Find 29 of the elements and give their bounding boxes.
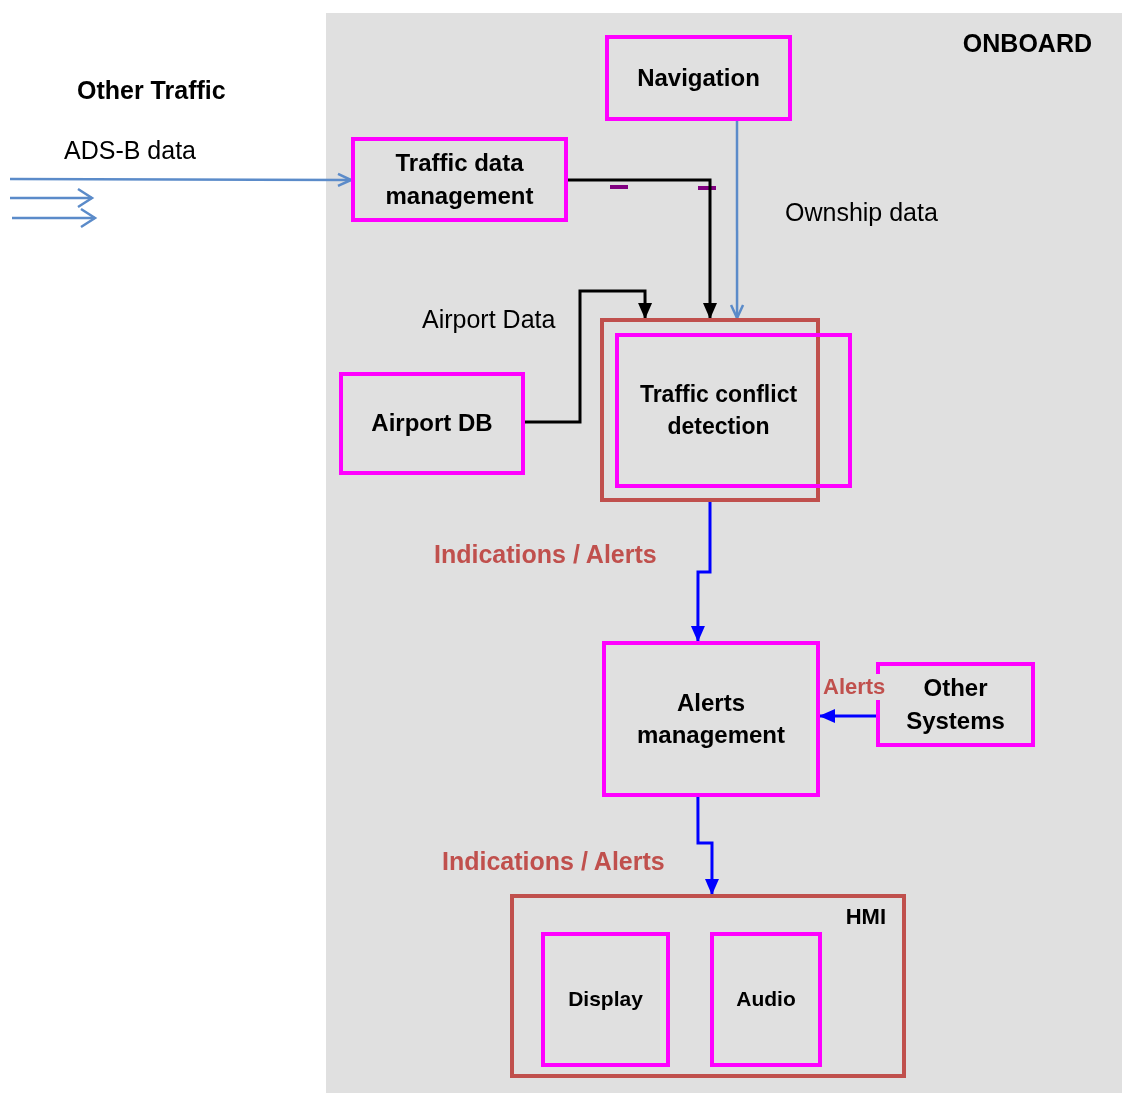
process-box: [615, 333, 852, 488]
process-box: [339, 372, 525, 475]
onboard-panel: [326, 13, 1122, 1093]
arrow: [568, 178, 717, 319]
hmi-group-box: [510, 894, 906, 1078]
box-label: Alerts management: [635, 687, 786, 750]
box-label: Other Systems: [905, 673, 1006, 736]
arrow: [525, 289, 653, 424]
box-label: Traffic conflict detection: [638, 380, 799, 441]
process-box: [602, 641, 820, 797]
arrow: [729, 121, 745, 320]
group-heading: HMI: [845, 904, 886, 930]
arrow: [696, 797, 719, 895]
process-box: [541, 932, 670, 1067]
edge-label: Alerts: [821, 674, 888, 700]
box-label: Audio: [736, 986, 796, 1013]
group-heading: ONBOARD: [962, 29, 1092, 58]
arrow: [819, 709, 876, 723]
box-label: Traffic data management: [384, 148, 535, 211]
source-label: Other Traffic: [76, 76, 227, 105]
box-label: Navigation: [637, 62, 760, 93]
process-box: [710, 932, 822, 1067]
arrow: [690, 502, 712, 642]
process-box: [605, 35, 792, 121]
box-label: Display: [568, 986, 643, 1013]
frame-box: [600, 318, 820, 502]
box-label: Airport DB: [371, 408, 493, 439]
arrow: [10, 172, 353, 188]
process-box: [351, 137, 568, 222]
